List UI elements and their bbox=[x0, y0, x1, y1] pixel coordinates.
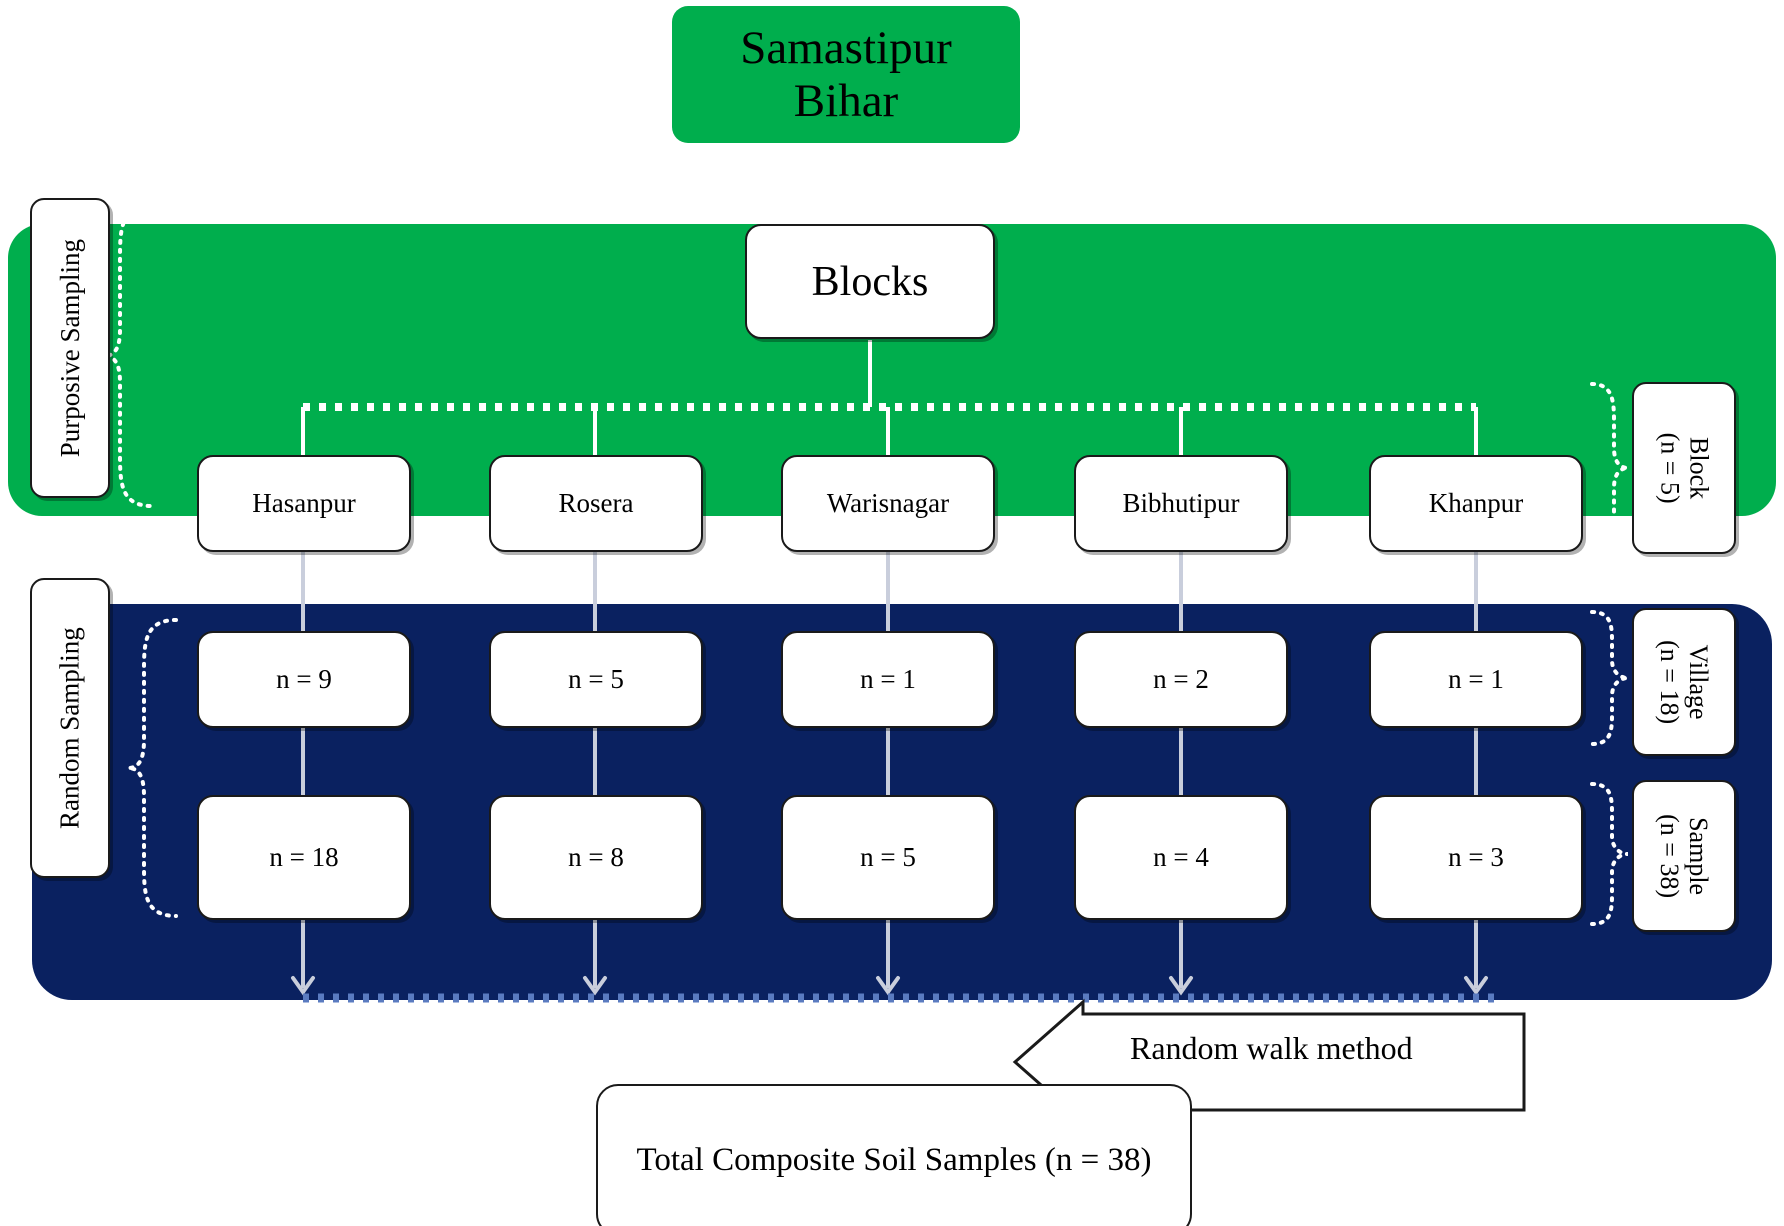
random-walk-method-label: Random walk method bbox=[1130, 1029, 1413, 1066]
sample-count-value: n = 18 bbox=[269, 842, 339, 872]
village-count-value: n = 2 bbox=[1153, 664, 1209, 694]
block-node-label: Warisnagar bbox=[826, 488, 950, 518]
sample-count-value: n = 5 bbox=[860, 842, 916, 872]
blocks-root-node[interactable]: Blocks bbox=[745, 224, 995, 339]
village-count-line2: (n = 18) bbox=[1654, 640, 1684, 724]
village-count-label-text: Village (n = 18) bbox=[1655, 640, 1713, 724]
village-count-node-khanpur[interactable]: n = 1 bbox=[1369, 631, 1583, 728]
random-sampling-label-text: Random Sampling bbox=[54, 627, 85, 829]
total-samples-label: Total Composite Soil Samples (n = 38) bbox=[636, 1141, 1152, 1178]
sample-count-line1: Sample bbox=[1684, 816, 1714, 895]
sample-count-value: n = 3 bbox=[1448, 842, 1504, 872]
sample-count-value: n = 4 bbox=[1153, 842, 1209, 872]
block-node-bibhutipur[interactable]: Bibhutipur bbox=[1074, 455, 1288, 552]
village-count-label: Village (n = 18) bbox=[1632, 608, 1736, 756]
block-node-label: Hasanpur bbox=[252, 488, 356, 518]
sample-count-node-hasanpur[interactable]: n = 18 bbox=[197, 795, 411, 920]
title-line-state: Bihar bbox=[793, 74, 899, 127]
sample-count-node-bibhutipur[interactable]: n = 4 bbox=[1074, 795, 1288, 920]
block-node-label: Bibhutipur bbox=[1122, 488, 1240, 518]
block-count-line2: (n = 5) bbox=[1654, 432, 1684, 504]
title-line-district: Samastipur bbox=[740, 21, 952, 74]
sample-count-label-text: Sample (n = 38) bbox=[1655, 814, 1713, 898]
sample-count-line2: (n = 38) bbox=[1654, 814, 1684, 898]
sample-count-node-khanpur[interactable]: n = 3 bbox=[1369, 795, 1583, 920]
block-count-label-text: Block (n = 5) bbox=[1655, 433, 1713, 504]
block-node-label: Khanpur bbox=[1428, 488, 1524, 518]
sample-count-label: Sample (n = 38) bbox=[1632, 780, 1736, 932]
sample-count-value: n = 8 bbox=[568, 842, 624, 872]
block-node-warisnagar[interactable]: Warisnagar bbox=[781, 455, 995, 552]
sample-count-node-rosera[interactable]: n = 8 bbox=[489, 795, 703, 920]
village-count-node-warisnagar[interactable]: n = 1 bbox=[781, 631, 995, 728]
block-count-label: Block (n = 5) bbox=[1632, 382, 1736, 554]
block-node-label: Rosera bbox=[558, 488, 634, 518]
random-walk-method-callout: Random walk method bbox=[1130, 1020, 1510, 1076]
block-count-line1: Block bbox=[1684, 436, 1714, 500]
total-samples-node[interactable]: Total Composite Soil Samples (n = 38) bbox=[596, 1084, 1192, 1226]
village-count-value: n = 1 bbox=[1448, 664, 1504, 694]
village-count-line1: Village bbox=[1684, 644, 1714, 720]
blocks-root-label: Blocks bbox=[811, 258, 929, 305]
village-count-node-hasanpur[interactable]: n = 9 bbox=[197, 631, 411, 728]
village-count-node-bibhutipur[interactable]: n = 2 bbox=[1074, 631, 1288, 728]
purposive-sampling-label: Purposive Sampling bbox=[30, 198, 110, 498]
village-count-node-rosera[interactable]: n = 5 bbox=[489, 631, 703, 728]
village-count-value: n = 1 bbox=[860, 664, 916, 694]
random-sampling-label: Random Sampling bbox=[30, 578, 110, 878]
study-area-title: Samastipur Bihar bbox=[672, 6, 1020, 143]
village-count-value: n = 9 bbox=[276, 664, 332, 694]
sample-count-node-warisnagar[interactable]: n = 5 bbox=[781, 795, 995, 920]
block-node-khanpur[interactable]: Khanpur bbox=[1369, 455, 1583, 552]
block-node-rosera[interactable]: Rosera bbox=[489, 455, 703, 552]
purposive-sampling-label-text: Purposive Sampling bbox=[54, 238, 85, 458]
village-count-value: n = 5 bbox=[568, 664, 624, 694]
block-node-hasanpur[interactable]: Hasanpur bbox=[197, 455, 411, 552]
